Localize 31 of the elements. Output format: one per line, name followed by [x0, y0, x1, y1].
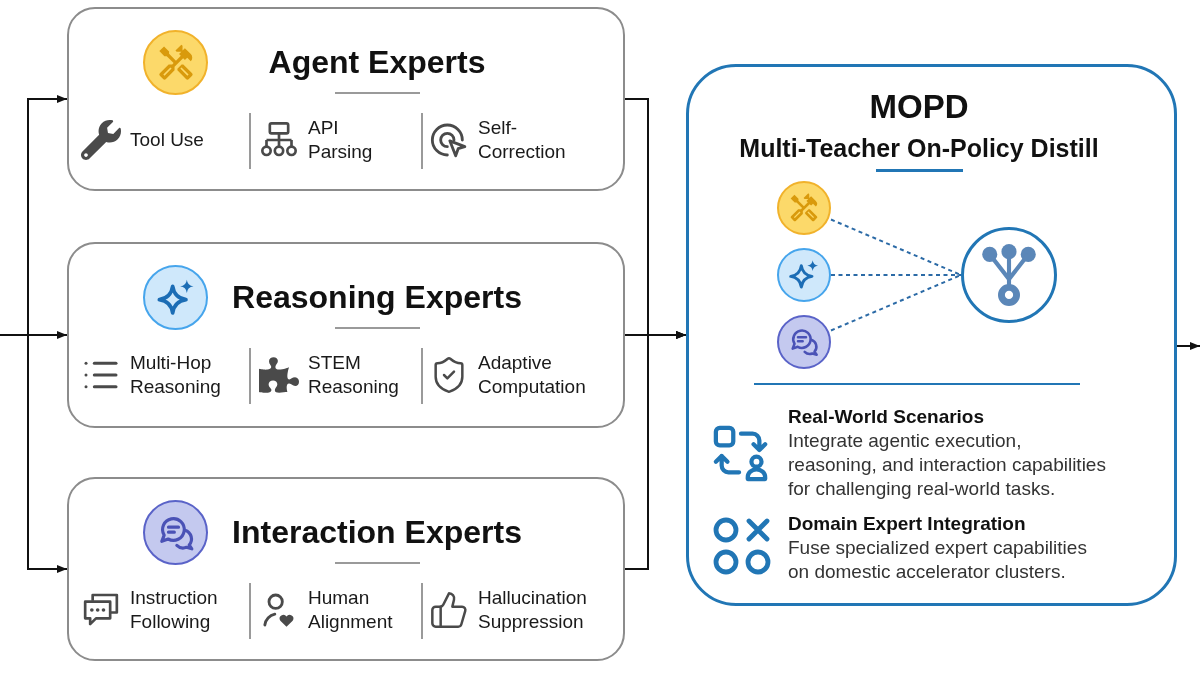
- capability-label: Instruction Following: [130, 586, 219, 634]
- card-title: Reasoning Experts: [232, 278, 522, 317]
- dashed-connector-line: [830, 274, 962, 276]
- feature-heading: Domain Expert Integration: [788, 512, 1027, 536]
- capability-label: Multi-Hop Reasoning: [130, 351, 222, 399]
- capability-label: Self-Correction: [478, 116, 567, 164]
- chat-icon: [777, 315, 831, 369]
- capability-label: Adaptive Computation: [478, 351, 587, 399]
- dashed-connector-line: [830, 274, 962, 332]
- capability-label: Human Alignment: [308, 586, 394, 634]
- feature-heading: Real-World Scenarios: [788, 405, 986, 429]
- arrow: [0, 334, 68, 573]
- feature-description: Fuse specialized expert capabilities on domestic accelerator clusters.: [788, 536, 1088, 584]
- capability-label: Tool Use: [130, 128, 204, 152]
- expert-card: [67, 242, 625, 428]
- tools-icon: [777, 181, 831, 235]
- expert-card: [67, 477, 625, 661]
- panel-subtitle: Multi-Teacher On-Policy Distill: [739, 133, 1099, 164]
- feature-description: Integrate agentic execution, reasoning, and interaction capabilities for challenging real-world tasks.: [788, 429, 1107, 501]
- arrow: [1176, 342, 1200, 350]
- dashed-connector-line: [830, 218, 962, 276]
- panel-title: MOPD: [869, 87, 969, 127]
- distill-panel: [686, 64, 1177, 606]
- card-title: Agent Experts: [268, 43, 486, 82]
- capability-label: Hallucination Suppression: [478, 586, 588, 634]
- sparkle-icon: [777, 248, 831, 302]
- arrow: [624, 331, 687, 570]
- capability-label: API Parsing: [308, 116, 374, 164]
- capability-label: STEM Reasoning: [308, 351, 400, 399]
- expert-card: [67, 7, 625, 191]
- card-title: Interaction Experts: [232, 513, 522, 552]
